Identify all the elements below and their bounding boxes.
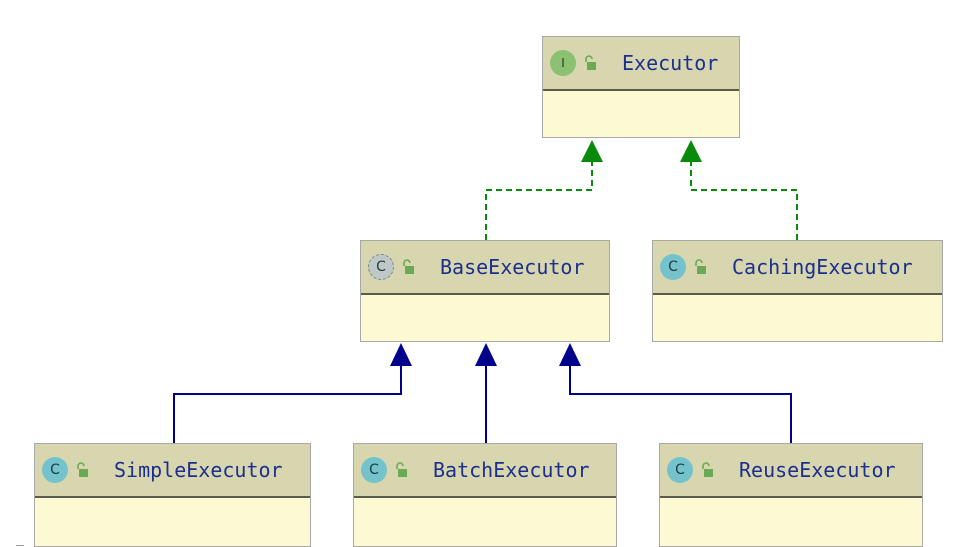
abstract-class-icon: C [368,254,394,280]
class-name: ReuseExecutor [739,458,896,482]
class-node-header: C BatchExecutor [354,444,616,498]
class-node-reuse-executor[interactable]: C ReuseExecutor [659,443,923,547]
edge-reuse-extends-base [559,343,792,443]
class-node-header: I Executor [543,37,739,91]
class-icon: C [660,254,686,280]
class-icon: C [667,457,693,483]
class-name: BatchExecutor [433,458,590,482]
edge-simple-extends-base [173,343,412,443]
class-node-batch-executor[interactable]: C BatchExecutor [353,443,617,547]
class-node-simple-executor[interactable]: C SimpleExecutor [34,443,311,547]
unlocked-icon [403,259,414,274]
class-node-header: C CachingExecutor [653,241,942,295]
class-node-base-executor[interactable]: C BaseExecutor [360,240,610,342]
class-name: Executor [622,51,719,75]
class-node-header: C SimpleExecutor [35,444,310,498]
class-name: SimpleExecutor [114,458,283,482]
class-name: CachingExecutor [732,255,913,279]
unlocked-icon [695,259,706,274]
unlocked-icon [77,462,88,477]
divider [16,545,24,546]
unlocked-icon [585,55,596,70]
edge-caching-implements-executor [680,140,798,240]
unlocked-icon [702,462,713,477]
class-icon: C [42,457,68,483]
unlocked-icon [396,462,407,477]
edge-batch-extends-base [475,343,497,443]
class-node-executor[interactable]: I Executor [542,36,740,138]
class-node-header: C ReuseExecutor [660,444,922,498]
class-icon: C [361,457,387,483]
class-node-header: C BaseExecutor [361,241,609,295]
edge-base-implements-executor [485,140,603,240]
class-node-caching-executor[interactable]: C CachingExecutor [652,240,943,342]
class-name: BaseExecutor [440,255,585,279]
interface-icon: I [550,50,576,76]
